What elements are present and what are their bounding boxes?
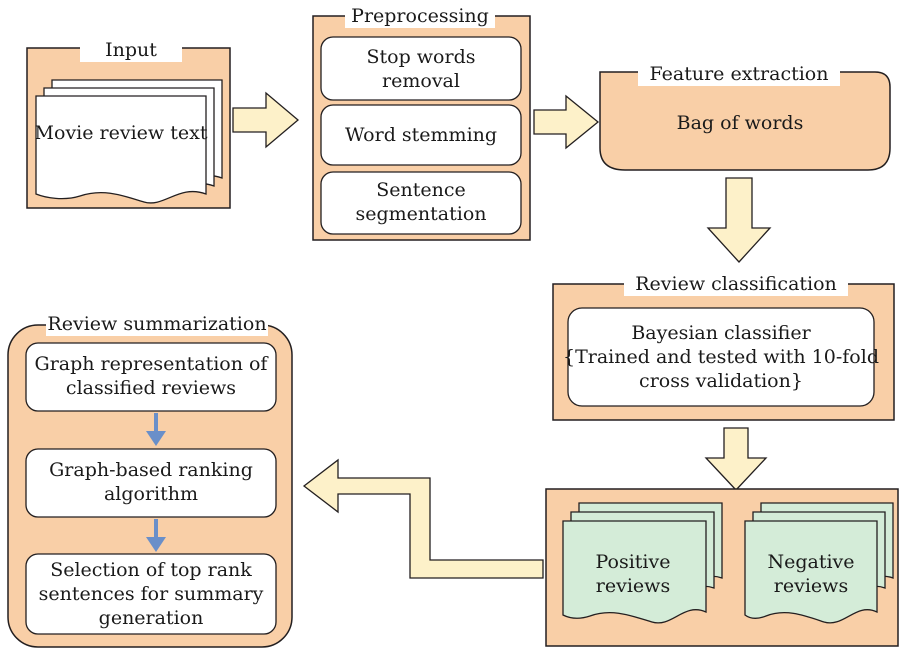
summary-step-selection-box — [25, 553, 277, 635]
negative-doc-front — [744, 520, 878, 624]
arrow-feature-to-classification — [706, 177, 772, 263]
preprocessing-step-stemming-text: Word stemming — [345, 124, 497, 146]
negative-reviews-line1: Negative — [767, 551, 854, 573]
bayesian-classifier-line3: cross validation} — [639, 370, 803, 392]
arrow-classification-to-results — [704, 427, 768, 491]
summary-step-ranking-line2: algorithm — [104, 483, 198, 505]
review-summarization-title-bg — [46, 312, 268, 336]
summary-step-selection-line1: Selection of top rank — [50, 559, 252, 581]
summary-step-selection-line2: sentences for summary — [39, 583, 264, 605]
summary-step-selection-line3: generation — [99, 607, 204, 629]
feature-extraction-body: Bag of words — [677, 112, 804, 134]
preprocessing-step-segmentation-line2: segmentation — [355, 203, 486, 225]
input-doc-page-front — [35, 95, 207, 204]
arrow-preprocessing-to-feature — [533, 94, 600, 150]
positive-reviews-line2: reviews — [596, 575, 670, 597]
input-panel: Input Movie review text — [26, 38, 231, 209]
review-classification-panel: Review classification Bayesian classifie… — [552, 272, 895, 421]
input-title: Input — [105, 39, 157, 61]
summary-arrow-1-head — [146, 431, 166, 446]
review-summarization-panel: Review summarization Graph representatio… — [7, 312, 293, 648]
summary-step-ranking-line1: Graph-based ranking — [49, 459, 253, 481]
summary-step-ranking-box — [25, 448, 277, 518]
negative-reviews-line2: reviews — [774, 575, 848, 597]
review-summarization-title: Review summarization — [47, 313, 266, 335]
review-classification-title-bg — [624, 272, 848, 296]
preprocessing-step-stemming-box — [320, 104, 522, 166]
bayesian-classifier-line2: {Trained and tested with 10-fold — [563, 346, 879, 368]
review-classification-title: Review classification — [635, 273, 837, 295]
preprocessing-step-stop-words-line2: removal — [382, 70, 460, 92]
arrow-input-to-preprocessing — [232, 91, 300, 149]
preprocessing-title: Preprocessing — [351, 5, 489, 27]
feature-extraction-panel: Feature extraction Bag of words — [599, 62, 891, 171]
preprocessing-title-bg — [345, 4, 495, 28]
summary-step-graph-representation-line1: Graph representation of — [35, 353, 270, 375]
positive-reviews-line1: Positive — [596, 551, 671, 573]
summary-step-graph-representation-box — [25, 342, 277, 412]
input-title-bg — [80, 38, 182, 62]
preprocessing-step-segmentation-box — [320, 171, 522, 235]
arrow-results-to-summarization — [302, 458, 544, 579]
preprocessing-step-segmentation-line1: Sentence — [376, 179, 466, 201]
preprocessing-step-stop-words-line1: Stop words — [367, 46, 476, 68]
feature-extraction-title-bg — [638, 62, 840, 86]
summary-arrow-2-head — [146, 537, 166, 552]
bayesian-classifier-line1: Bayesian classifier — [631, 322, 811, 344]
feature-extraction-title: Feature extraction — [650, 63, 829, 85]
preprocessing-panel: Preprocessing Stop words removal Word st… — [312, 4, 531, 241]
preprocessing-step-stop-words-box — [320, 36, 522, 101]
bayesian-classifier-box — [567, 307, 875, 407]
positive-doc-front — [562, 520, 707, 624]
feature-extraction-box — [599, 71, 891, 171]
input-document-text: Movie review text — [35, 122, 208, 144]
summary-step-graph-representation-line2: classified reviews — [66, 377, 236, 399]
results-panel: Positive reviews Negative reviews — [545, 488, 899, 647]
